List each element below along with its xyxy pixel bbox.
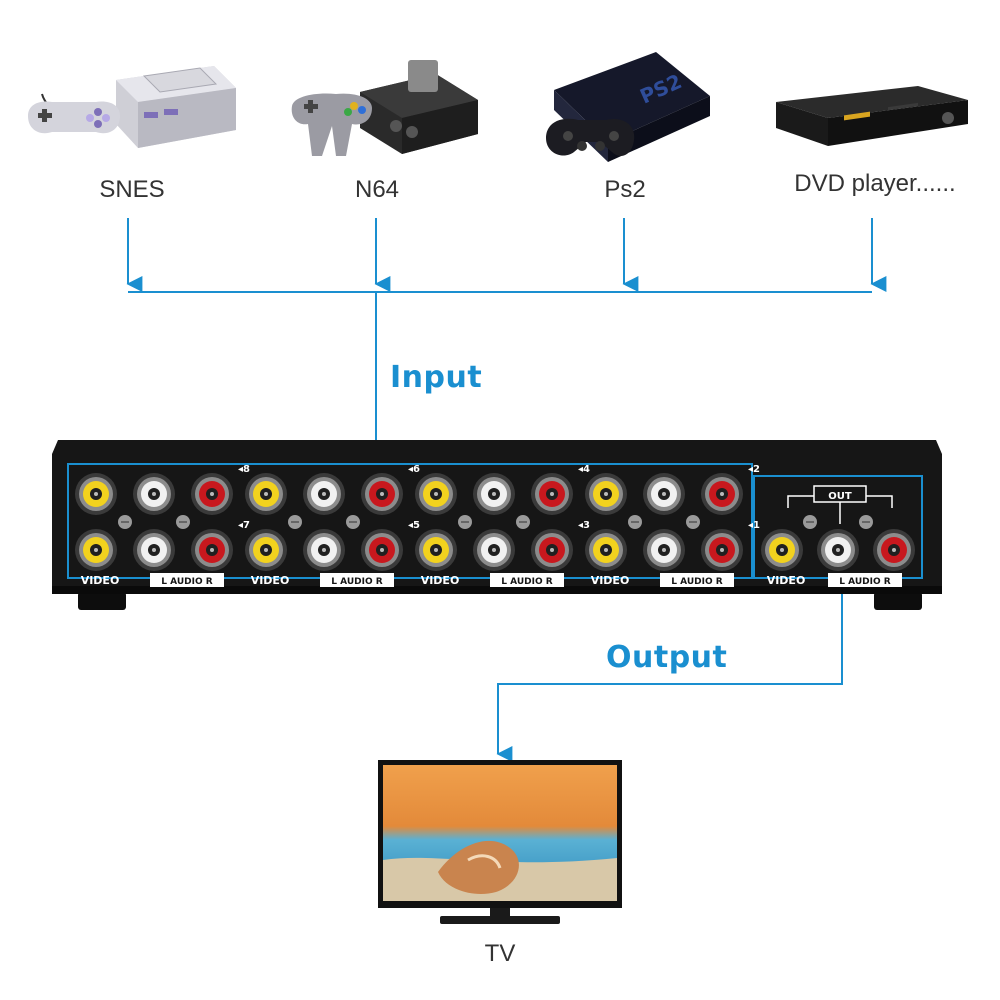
output-path-arrow xyxy=(496,588,843,762)
rca-jack-input-5-video[interactable] xyxy=(245,529,287,571)
input-number-5: ◂5 xyxy=(408,520,420,531)
ps2-console-icon: PS2 xyxy=(544,46,714,162)
audio-label: L AUDIO R xyxy=(501,577,552,587)
input-number-8: ◂8 xyxy=(238,464,250,475)
panel-screw xyxy=(346,515,360,529)
rca-jack-input-6-audio-left[interactable] xyxy=(303,473,345,515)
rca-jack-input-5-audio-left[interactable] xyxy=(303,529,345,571)
audio-label-box xyxy=(320,573,394,587)
source-label-snes: SNES xyxy=(99,176,165,203)
audio-label-box xyxy=(490,573,564,587)
output-audio-label: L AUDIO R xyxy=(839,577,890,587)
input-label: Input xyxy=(390,360,483,395)
tv-label: TV xyxy=(484,940,516,967)
input-number-6: ◂6 xyxy=(408,464,420,475)
rca-jack-input-4-audio-left[interactable] xyxy=(473,473,515,515)
video-label: VIDEO xyxy=(591,574,630,587)
input-number-4: ◂4 xyxy=(578,464,590,475)
audio-label-box xyxy=(150,573,224,587)
video-label: VIDEO xyxy=(421,574,460,587)
rca-jack-input-4-audio-right[interactable] xyxy=(531,473,573,515)
rca-jack-input-7-audio-left[interactable] xyxy=(133,529,175,571)
source-label-ps2: Ps2 xyxy=(604,176,646,203)
audio-label: L AUDIO R xyxy=(331,577,382,587)
audio-label: L AUDIO R xyxy=(161,577,212,587)
dvd-player-icon xyxy=(768,80,976,160)
n64-console-icon xyxy=(286,52,486,162)
rca-jack-input-3-audio-right[interactable] xyxy=(531,529,573,571)
panel-screw xyxy=(628,515,642,529)
rca-jack-input-3-audio-left[interactable] xyxy=(473,529,515,571)
rca-jack-input-1-audio-right[interactable] xyxy=(701,529,743,571)
input-number-3: ◂3 xyxy=(578,520,590,531)
source-label-n64: N64 xyxy=(354,176,400,203)
panel-screw xyxy=(516,515,530,529)
rca-jack-input-2-video[interactable] xyxy=(585,473,627,515)
rca-jack-input-2-audio-left[interactable] xyxy=(643,473,685,515)
switch-foot-right xyxy=(874,592,922,610)
rca-jack-input-7-video[interactable] xyxy=(75,529,117,571)
panel-screw xyxy=(118,515,132,529)
rca-jack-input-4-video[interactable] xyxy=(415,473,457,515)
output-label: Output xyxy=(606,640,728,675)
rca-jack-input-1-audio-left[interactable] xyxy=(643,529,685,571)
output-video-label: VIDEO xyxy=(767,574,806,587)
rca-jack-input-7-audio-right[interactable] xyxy=(191,529,233,571)
input-number-7: ◂7 xyxy=(238,520,250,531)
rca-jack-input-8-video[interactable] xyxy=(75,473,117,515)
output-audio-label-box xyxy=(828,573,902,587)
audio-label-box xyxy=(660,573,734,587)
rca-jack-output-audio-left[interactable] xyxy=(817,529,859,571)
snes-console-icon xyxy=(24,52,240,162)
input-number-1: ◂1 xyxy=(748,520,760,531)
panel-screw xyxy=(686,515,700,529)
audio-label: L AUDIO R xyxy=(671,577,722,587)
tv-icon xyxy=(378,760,622,926)
panel-screw xyxy=(803,515,817,529)
panel-screw xyxy=(458,515,472,529)
panel-screw xyxy=(176,515,190,529)
rca-jack-input-6-audio-right[interactable] xyxy=(361,473,403,515)
source-label-dvd: DVD player...... xyxy=(794,170,956,197)
rca-jack-input-3-video[interactable] xyxy=(415,529,457,571)
input-number-2: ◂2 xyxy=(748,464,760,475)
input-panel-outline xyxy=(67,463,753,579)
rca-jack-output-video[interactable] xyxy=(761,529,803,571)
panel-screw xyxy=(859,515,873,529)
switch-foot-left xyxy=(78,592,126,610)
rca-jack-input-6-video[interactable] xyxy=(245,473,287,515)
video-label: VIDEO xyxy=(251,574,290,587)
rca-jack-input-8-audio-left[interactable] xyxy=(133,473,175,515)
panel-screw xyxy=(288,515,302,529)
rca-jack-input-5-audio-right[interactable] xyxy=(361,529,403,571)
rca-jack-input-1-video[interactable] xyxy=(585,529,627,571)
rca-jack-output-audio-right[interactable] xyxy=(873,529,915,571)
rca-jack-input-8-audio-right[interactable] xyxy=(191,473,233,515)
video-label: VIDEO xyxy=(81,574,120,587)
out-label: OUT xyxy=(828,491,852,502)
rca-jack-input-2-audio-right[interactable] xyxy=(701,473,743,515)
